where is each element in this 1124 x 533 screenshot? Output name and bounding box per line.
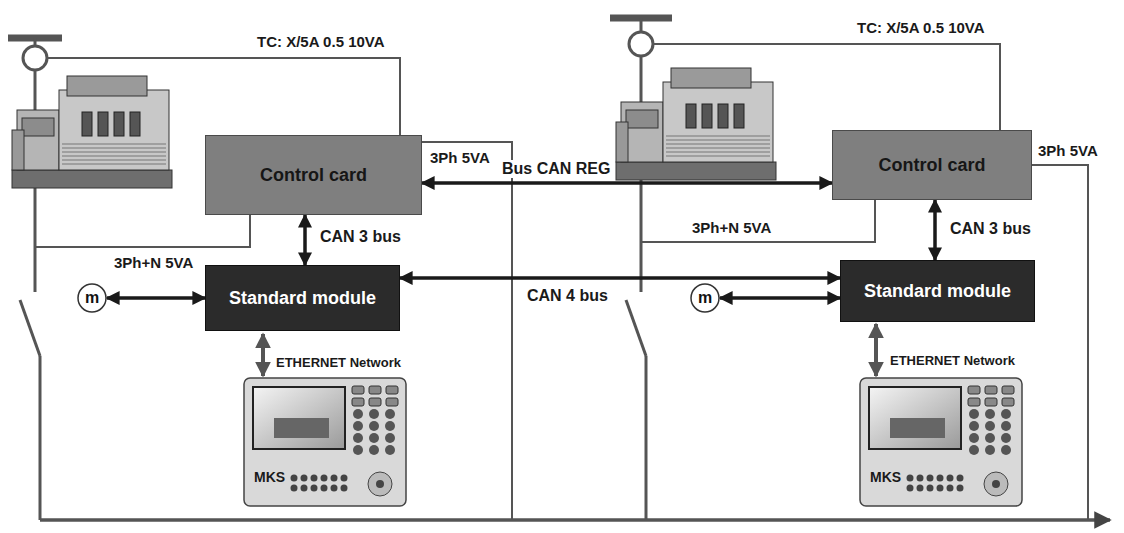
wire-label: 3Ph 5VA (1036, 143, 1100, 160)
logo-text: MKS (252, 470, 287, 485)
node-label: Standard module (864, 281, 1011, 302)
control-card-box: Control card (205, 135, 422, 215)
display-panel (244, 378, 406, 506)
bus-connector (303, 215, 307, 265)
wire-label: 3Ph 5VA (428, 150, 492, 167)
bus-connector (720, 296, 840, 300)
bus-connector (933, 200, 937, 260)
feeder-line (645, 356, 648, 520)
current-transformer (23, 46, 47, 70)
ct-wire (47, 58, 400, 135)
bus-connector (107, 296, 205, 300)
motor-circle: m (77, 283, 107, 313)
feeder-line (39, 356, 42, 520)
main-busbar (40, 518, 1110, 522)
voltage-wire (422, 142, 512, 520)
current-transformer (629, 32, 653, 56)
node-label: m (85, 289, 99, 307)
voltage-wire (1032, 165, 1088, 520)
bus-label: CAN 3 bus (318, 228, 403, 246)
wire-label: 3Ph+N 5VA (690, 220, 773, 237)
ethernet-link (261, 334, 265, 376)
bus-label: Bus CAN REG (500, 160, 612, 178)
node-label: m (698, 289, 712, 307)
node-label: Control card (260, 165, 367, 186)
display-panel (860, 378, 1022, 506)
logo-text: MKS (868, 470, 903, 485)
generator-set (12, 76, 172, 188)
wire-label: ETHERNET Network (888, 354, 1017, 368)
voltage-wire (35, 215, 250, 247)
wire-label: TC: X/5A 0.5 10VA (855, 20, 987, 37)
breaker-blade (20, 300, 40, 356)
node-label: Standard module (229, 288, 376, 309)
bus-connector (422, 181, 832, 185)
module-box: Standard module (205, 265, 400, 331)
wire-label: 3Ph+N 5VA (112, 255, 195, 272)
wire-label: ETHERNET Network (274, 356, 403, 370)
node-label: Control card (878, 155, 985, 176)
ethernet-link (874, 324, 878, 376)
generator-set (616, 68, 776, 180)
bus-label: CAN 3 bus (948, 220, 1033, 238)
bus-label: CAN 4 bus (525, 287, 610, 305)
voltage-wire (641, 200, 875, 242)
module-box: Standard module (840, 260, 1035, 322)
control-card-box: Control card (832, 130, 1032, 200)
wire-label: TC: X/5A 0.5 10VA (255, 34, 387, 51)
breaker-blade (626, 300, 646, 356)
motor-circle: m (690, 283, 720, 313)
ct-wire (653, 44, 1000, 130)
bus-connector (400, 276, 840, 280)
